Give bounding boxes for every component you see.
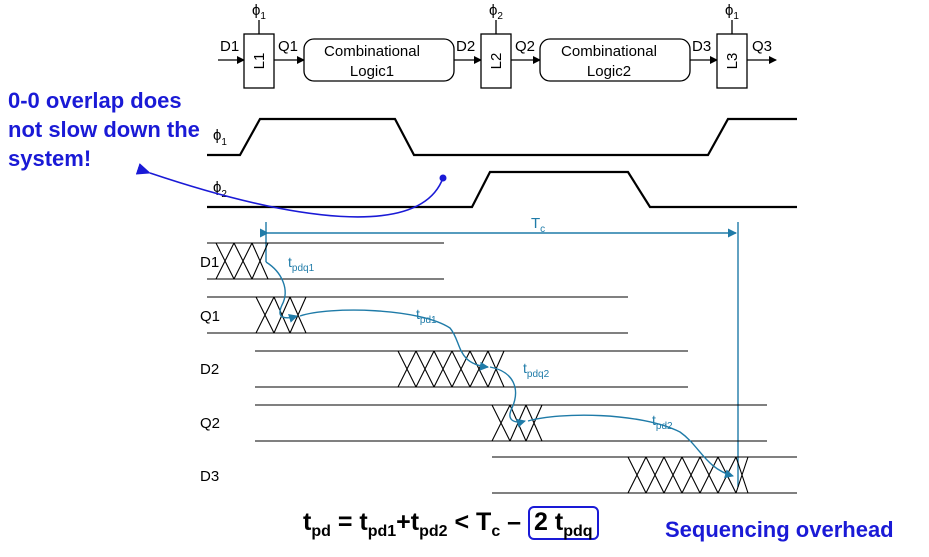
latch-l3-label: L3 <box>724 53 741 70</box>
phi1-waveform <box>207 117 797 157</box>
overlap-callout-text: 0-0 overlap does not slow down the syste… <box>8 88 200 171</box>
wire-q1-label: Q1 <box>278 38 298 55</box>
delay-tpdq1: tpdq1 <box>288 254 315 274</box>
latch-l2-clock: ϕ2 <box>489 2 503 22</box>
sequencing-equation: tpd = tpd1+tpd2 < Tc – 2 tpdq <box>303 506 599 541</box>
overhead-term-box: 2 tpdq <box>528 506 599 540</box>
phi1-label: ϕ1 <box>213 127 227 148</box>
logic-2-line1: Combinational <box>561 43 657 60</box>
data-waveforms <box>207 242 797 494</box>
wire-q2-label: Q2 <box>515 38 535 55</box>
signal-label-q1: Q1 <box>200 308 220 325</box>
d1-waveform <box>207 242 444 280</box>
latch-l2 <box>480 33 512 89</box>
logic-block-2 <box>539 38 691 82</box>
delay-path <box>265 261 734 479</box>
d3-waveform <box>492 456 797 494</box>
sequencing-overhead-label: Sequencing overhead <box>665 517 894 542</box>
latch-l3 <box>716 33 748 89</box>
wire-d2-label: D2 <box>456 38 475 55</box>
pipeline-block-diagram: L1 L2 L3 Combinational Logic1 Combinatio… <box>218 2 777 89</box>
d2-waveform <box>255 350 688 388</box>
delay-tpd1: tpd1 <box>416 306 437 326</box>
tc-label: Tc <box>531 215 545 235</box>
wire-d3-label: D3 <box>692 38 711 55</box>
latch-l1-label: L1 <box>251 53 268 70</box>
q1-waveform <box>207 296 628 334</box>
signal-label-q2: Q2 <box>200 415 220 432</box>
latch-l3-clock: ϕ1 <box>725 2 739 22</box>
latch-l2-label: L2 <box>488 53 505 70</box>
logic-1-line1: Combinational <box>324 43 420 60</box>
delay-tpd2: tpd2 <box>652 412 673 432</box>
period-tc: Tc <box>260 215 739 487</box>
delay-tpdq2: tpdq2 <box>523 360 550 380</box>
logic-2-line2: Logic2 <box>587 63 631 80</box>
latch-l1 <box>243 33 275 89</box>
overlap-callout-arrow <box>135 163 447 218</box>
wire-q3-label: Q3 <box>752 38 772 55</box>
phi2-waveform <box>207 170 797 209</box>
signal-label-d3: D3 <box>200 468 219 485</box>
signal-label-d1: D1 <box>200 254 219 271</box>
signal-label-d2: D2 <box>200 361 219 378</box>
logic-block-1 <box>303 38 455 82</box>
latch-l1-clock: ϕ1 <box>252 2 266 22</box>
clock-waveforms: ϕ1 ϕ2 <box>207 117 797 209</box>
wire-d1-label: D1 <box>220 38 239 55</box>
logic-1-line2: Logic1 <box>350 63 394 80</box>
phi2-label: ϕ2 <box>213 179 227 200</box>
